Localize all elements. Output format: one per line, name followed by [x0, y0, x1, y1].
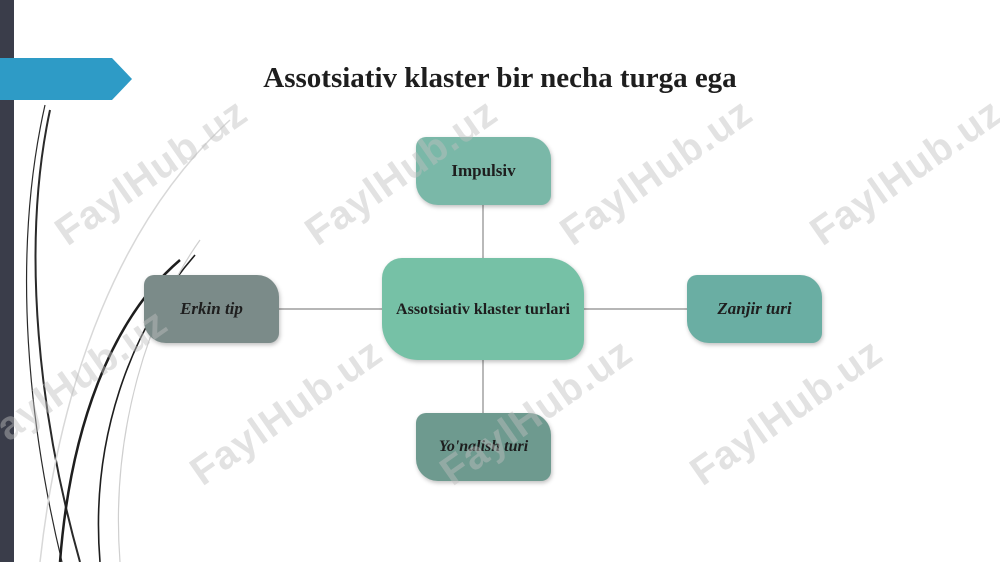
node-zanjir-turi-label: Zanjir turi: [717, 299, 792, 318]
node-erkin-tip-label: Erkin tip: [180, 299, 243, 318]
node-yonalish-turi: Yo'nalish turi: [416, 413, 551, 481]
slide-title: Assotsiativ klaster bir necha turga ega: [263, 62, 737, 94]
decorative-curves: [25, 104, 231, 562]
node-impulsiv-label: Impulsiv: [451, 161, 516, 180]
node-center-label: Assotsiativ klaster turlari: [396, 300, 570, 318]
node-impulsiv: Impulsiv: [416, 137, 551, 205]
node-zanjir-turi: Zanjir turi: [687, 275, 822, 343]
node-center: Assotsiativ klaster turlari: [382, 258, 584, 360]
title-accent-arrow: [0, 58, 132, 100]
node-erkin-tip: Erkin tip: [144, 275, 279, 343]
left-sidebar-bar: [0, 0, 14, 562]
node-yonalish-turi-label: Yo'nalish turi: [438, 438, 529, 455]
